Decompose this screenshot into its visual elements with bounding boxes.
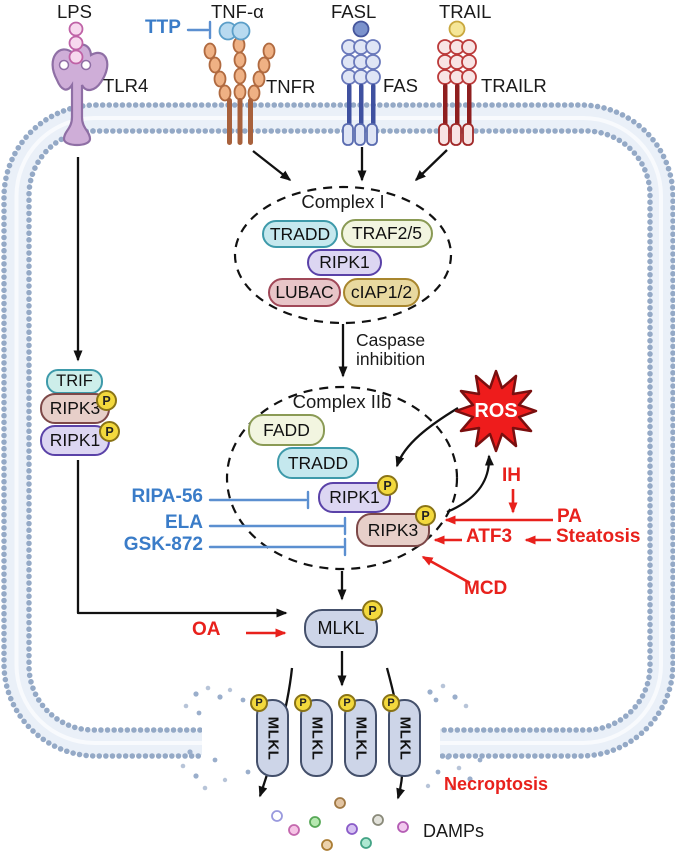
- pore-mlkl-2: MLKL: [300, 699, 333, 777]
- lps-molecule: [68, 21, 84, 65]
- ripk3-phospho-badge: P: [415, 505, 436, 526]
- ttp-label: TTP: [145, 17, 181, 38]
- tnfr-receptor: [203, 36, 276, 145]
- inhibition-lines: [186, 20, 347, 557]
- lps-label: LPS: [57, 1, 92, 22]
- left-ripk3-phospho-badge: P: [96, 390, 117, 411]
- fasl-label: FASL: [331, 1, 377, 22]
- atf3-label: ATF3: [466, 526, 513, 547]
- caspase-line1: Caspase: [356, 330, 426, 350]
- complex1-ripk1: RIPK1: [307, 249, 382, 276]
- trail-molecule: [448, 20, 466, 38]
- caspase-line2: inhibition: [356, 349, 426, 370]
- ripa56-label: RIPA-56: [131, 486, 203, 507]
- tnf-alpha-molecule: [218, 21, 251, 41]
- ela-label: ELA: [165, 512, 203, 533]
- oa-label: OA: [192, 619, 221, 640]
- tnfr-label: TNFR: [266, 76, 316, 97]
- ros-label: ROS: [474, 400, 518, 422]
- ros-star: [454, 369, 538, 453]
- pore-mlkl-3: MLKL: [344, 699, 377, 777]
- left-ripk1-phospho-badge: P: [99, 421, 120, 442]
- trail-label: TRAIL: [439, 1, 492, 22]
- pore-mlkl-2-label: MLKL: [308, 716, 325, 760]
- pore-mlkl-4-label: MLKL: [396, 716, 413, 760]
- complex2b-fadd: FADD: [248, 414, 325, 446]
- tlr4-label: TLR4: [103, 75, 149, 96]
- necroptosis-label: Necroptosis: [444, 774, 549, 794]
- ripk1-phospho-badge: P: [377, 475, 398, 496]
- trif-pill: TRIF: [46, 369, 103, 394]
- tnf-alpha-label: TNF-α: [211, 1, 264, 22]
- mlkl-phospho-badge: P: [362, 600, 383, 621]
- complex1-tradd: TRADD: [262, 220, 338, 248]
- pore-mlkl-1-label: MLKL: [264, 716, 281, 760]
- pore-mlkl-3-phospho-badge: P: [338, 694, 356, 712]
- complex1-outline: [233, 185, 453, 325]
- pa-label: PA: [557, 506, 582, 527]
- complex2b-title: Complex IIb: [292, 391, 392, 412]
- mcd-label: MCD: [464, 578, 508, 599]
- complex1-title: Complex I: [301, 191, 385, 212]
- complex1-traf25: TRAF2/5: [341, 219, 433, 248]
- pore-mlkl-2-phospho-badge: P: [294, 694, 312, 712]
- plasma-membrane: [1, 102, 675, 768]
- fasl-molecule: [352, 20, 370, 38]
- pore-mlkl-4: MLKL: [388, 699, 421, 777]
- pore-mlkl-4-phospho-badge: P: [382, 694, 400, 712]
- trailr-label: TRAILR: [481, 75, 547, 96]
- trailr-receptor: [437, 39, 477, 146]
- damps-label: DAMPs: [423, 821, 485, 841]
- complex1-ciap12: cIAP1/2: [343, 278, 420, 307]
- steatosis-label: Steatosis: [556, 526, 641, 547]
- pore-mlkl-1: MLKL: [256, 699, 289, 777]
- complex2b-tradd: TRADD: [277, 447, 359, 479]
- gsk872-label: GSK-872: [123, 534, 203, 555]
- fas-receptor: [341, 39, 381, 146]
- caspase-inhibition-label: Caspase inhibition: [356, 330, 426, 370]
- complex1-lubac: LUBAC: [268, 278, 341, 307]
- damp-particles: [271, 797, 409, 851]
- left-ripk1-pill: RIPK1: [40, 425, 110, 456]
- ih-label: IH: [502, 465, 521, 486]
- pore-mlkl-3-label: MLKL: [352, 716, 369, 760]
- left-ripk3-pill: RIPK3: [40, 393, 110, 424]
- pore-mlkl-1-phospho-badge: P: [250, 694, 268, 712]
- complex2b-outline: [225, 385, 459, 571]
- lipid-debris: [180, 683, 483, 791]
- stimulus-arrows: [246, 489, 553, 638]
- fas-label: FAS: [383, 75, 418, 96]
